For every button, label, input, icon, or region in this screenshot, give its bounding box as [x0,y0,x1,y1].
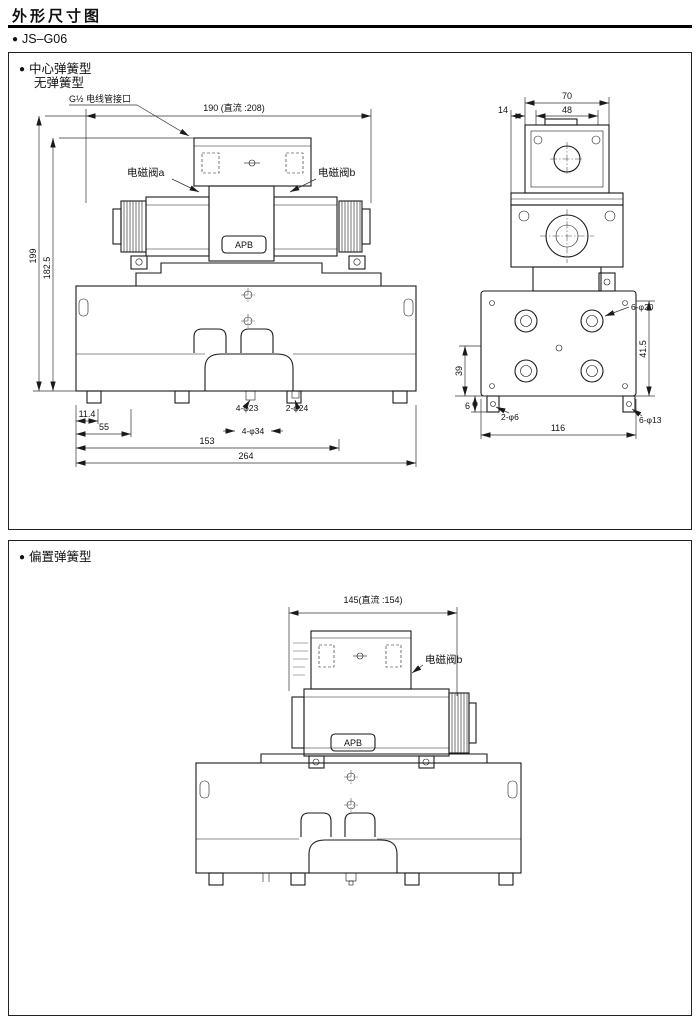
dim-side-6: 6 [465,401,470,411]
panel-center-spring: ●中心弹簧型 无弹簧型 190 (直流 :208) G½ 电线管接口 [8,52,692,530]
nameplate-apb: APB [235,240,253,250]
type-label-row-2: 无弹簧型 [34,72,84,91]
model-row: ●JS–G06 [12,32,67,46]
dim-bottom-1: 11.4 [79,409,96,419]
offset-spring-view: 145(直流 :154) 电磁阀b [195,594,522,886]
solenoid-a-label: 电磁阀a [127,166,164,179]
dim-side-70: 70 [562,91,572,101]
dim-side-116: 116 [551,423,565,433]
callout-2xphi24: 2-φ24 [286,403,309,413]
panel-offset-spring: ●偏置弹簧型 145(直流 :154) 电磁阀 [8,540,692,1016]
type-label-row-1: ●中心弹簧型 [19,58,92,77]
type-label-center-spring: 中心弹簧型 [29,62,92,76]
side-view: 70 48 14 [454,91,662,439]
type-label-no-spring: 无弹簧型 [34,76,85,90]
dimension-drawing-1: 190 (直流 :208) G½ 电线管接口 [28,91,662,467]
callout-2xphi6: 2-φ6 [501,412,519,422]
conduit-label: G½ 电线管接口 [69,93,131,104]
front-view: 190 (直流 :208) G½ 电线管接口 [28,93,417,467]
dim-bottom-3: 153 [199,436,214,446]
dim-bottom-4: 264 [238,451,253,461]
model-label: JS–G06 [22,32,68,46]
bullet-icon: ● [19,552,26,563]
solenoid-b-label: 电磁阀b [318,166,355,179]
bullet-icon: ● [12,34,19,45]
callout-4xphi34: 4-φ34 [242,426,265,436]
dim-bottom-2: 55 [99,422,109,432]
dim-height-sub: 182.5 [42,257,52,280]
title-rule [8,25,692,28]
dim-side-14: 14 [498,105,508,115]
solenoid-b-label-2: 电磁阀b [425,653,462,666]
dim-side-48: 48 [562,105,572,115]
type-label-row: ●偏置弹簧型 [19,546,92,565]
dim-side-41-5: 41.5 [638,340,648,358]
bullet-icon: ● [19,64,26,75]
dimension-drawing-2: 145(直流 :154) 电磁阀b [195,594,522,886]
callout-6xphi13: 6-φ13 [639,415,662,425]
callout-4xphi23: 4-φ23 [236,403,259,413]
nameplate-apb-2: APB [344,738,362,748]
dim-height-total: 199 [28,248,38,263]
dim-overall-width: 190 (直流 :208) [203,102,265,113]
dim-side-39: 39 [454,366,464,376]
callout-6xphi20: 6-φ20 [631,302,654,312]
dim-overall-width-2: 145(直流 :154) [343,594,402,605]
type-label-offset-spring: 偏置弹簧型 [29,550,92,564]
page-title: 外形尺寸图 [12,8,103,25]
